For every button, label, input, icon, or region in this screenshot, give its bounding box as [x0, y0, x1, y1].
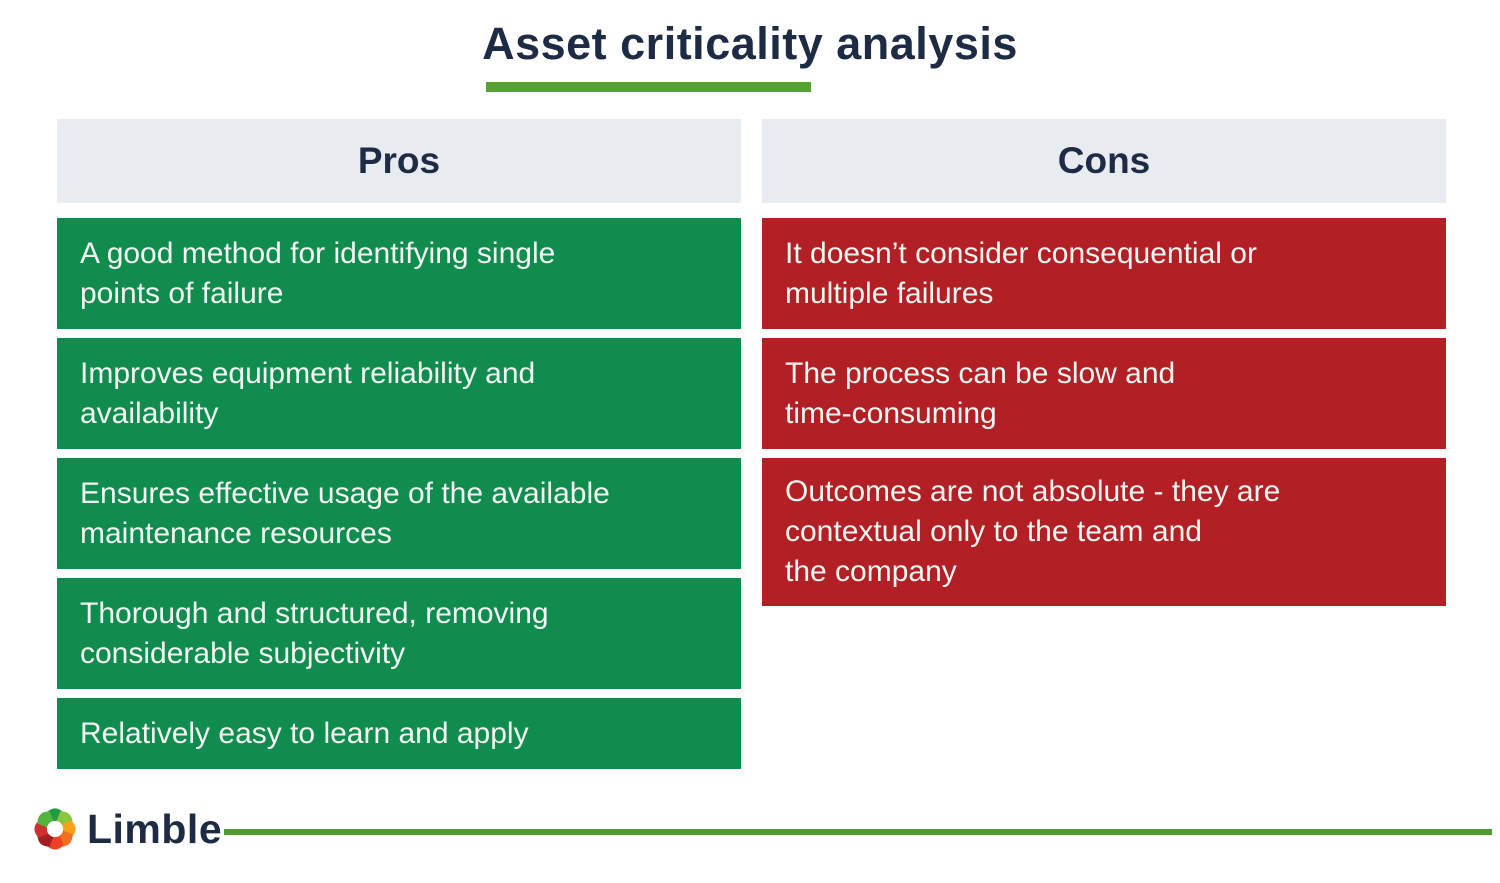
- cons-item-text: The process can be slow and time-consumi…: [785, 356, 1176, 430]
- cons-column: Cons It doesn’t consider consequential o…: [762, 119, 1446, 615]
- cons-item: Outcomes are not absolute - they are con…: [762, 458, 1446, 606]
- pros-item: Improves equipment reliability and avail…: [57, 338, 741, 449]
- cons-item-text: Outcomes are not absolute - they are con…: [785, 475, 1281, 588]
- pros-item-text: Ensures effective usage of the available…: [80, 476, 610, 550]
- page-title: Asset criticality analysis: [482, 18, 1018, 69]
- pros-item: Thorough and structured, removing consid…: [57, 578, 741, 689]
- cons-item-text: It doesn’t consider consequential or mul…: [785, 236, 1257, 310]
- pros-item: Relatively easy to learn and apply: [57, 698, 741, 769]
- cons-column-header: Cons: [762, 119, 1446, 203]
- pros-item-text: Improves equipment reliability and avail…: [80, 356, 536, 430]
- limble-gear-icon: [34, 808, 76, 850]
- cons-item: The process can be slow and time-consumi…: [762, 338, 1446, 449]
- pros-column: Pros A good method for identifying singl…: [57, 119, 741, 778]
- pros-item: Ensures effective usage of the available…: [57, 458, 741, 569]
- cons-item: It doesn’t consider consequential or mul…: [762, 218, 1446, 329]
- pros-item-text: Relatively easy to learn and apply: [80, 716, 529, 750]
- title-underline: [486, 82, 811, 92]
- brand-name: Limble: [87, 806, 223, 852]
- pros-item-text: A good method for identifying single poi…: [80, 236, 556, 310]
- pros-column-header: Pros: [57, 119, 741, 203]
- pros-item: A good method for identifying single poi…: [57, 218, 741, 329]
- footer-divider-line: [224, 829, 1492, 835]
- pros-item-text: Thorough and structured, removing consid…: [80, 596, 549, 670]
